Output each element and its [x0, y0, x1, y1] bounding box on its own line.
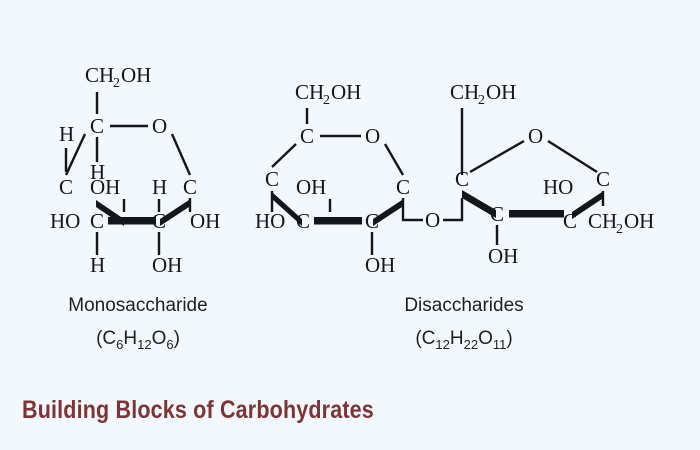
atom-oh-bottom-left-ring: OH — [365, 253, 395, 277]
bond-c2-c3-front — [108, 217, 156, 225]
atom-c5-right-ring: C — [596, 167, 610, 191]
atom-c2-right-ring: C — [455, 167, 469, 191]
atom-glycosidic-oxygen: O — [425, 208, 440, 232]
formula2-p5: 11 — [493, 337, 507, 352]
monosaccharide-formula: (C6H12O6) — [96, 328, 180, 352]
ch2oh-subscript-3: 2 — [478, 93, 485, 108]
bond-o-c1-left — [383, 143, 405, 176]
ch2oh-group-right-ring: CH 2 OH — [450, 80, 516, 108]
ch2oh-label-2: CH — [295, 80, 324, 104]
ch2oh-group-left-ring: CH 2 OH — [295, 80, 361, 108]
ch2oh-tail-label-4: OH — [624, 209, 654, 233]
atom-c3-right-ring: C — [490, 202, 504, 226]
formula2-p0: (C — [415, 328, 435, 349]
bond-c3-c2-right-front — [462, 190, 496, 218]
formula-p2: H — [123, 328, 137, 349]
bond-c4-c5 — [64, 133, 87, 176]
monosaccharide-caption: Monosaccharide — [68, 295, 207, 316]
atom-o-ring-left: O — [365, 124, 380, 148]
atom-ho-c3: HO — [50, 209, 80, 233]
glycosidic-linkage: O — [401, 198, 464, 232]
atom-ho-c4-right: HO — [543, 175, 573, 199]
atom-oh-bottom: OH — [152, 253, 182, 277]
bond-c4-c5-left — [271, 143, 297, 168]
monosaccharide-structure: CH 2 OH C O C C C C H H HO OH H H — [50, 63, 220, 352]
bond-c3-c4-front — [96, 200, 124, 226]
atom-oh-c2-upper: OH — [90, 175, 120, 199]
formula-p5: 6 — [166, 337, 173, 352]
bond-c5-c4-right-front — [572, 192, 602, 219]
bond-o-c5-right — [547, 139, 598, 174]
bond-c2-c3-left-front — [314, 217, 362, 225]
atom-c2-left: C — [365, 209, 379, 233]
bond-c3-c4-left-front — [272, 192, 302, 226]
atom-c4-left: C — [265, 167, 279, 191]
formula2-p4: O — [478, 328, 493, 349]
bond-o-c1 — [170, 133, 192, 176]
atom-oh-c2-left: OH — [296, 175, 326, 199]
formula-wrapper: (C6H12O6) — [96, 328, 180, 352]
ch2oh-tail-label-2: OH — [331, 80, 361, 104]
ch2oh-label: CH — [85, 63, 114, 87]
ch2oh-label-4: CH — [588, 209, 617, 233]
disaccharide-left-ring: CH 2 OH C O C C C C HO OH OH — [255, 80, 410, 277]
formula2-p2: H — [450, 328, 464, 349]
atom-c2: C — [152, 209, 166, 233]
bond-c1-c2-left-front — [373, 200, 402, 226]
ch2oh-subscript-4: 2 — [616, 222, 623, 237]
atom-c1: C — [183, 175, 197, 199]
formula-p3: 12 — [137, 337, 151, 352]
formula-p0: (C — [96, 328, 116, 349]
formula2-p3: 22 — [464, 337, 478, 352]
atom-c3: C — [90, 209, 104, 233]
bond-c1-c2-front — [160, 200, 189, 226]
atom-c3-left: C — [296, 209, 310, 233]
ch2oh-tail-label: OH — [121, 63, 151, 87]
atom-oh-c3-right: OH — [488, 244, 518, 268]
atom-o-ring-right: O — [528, 124, 543, 148]
atom-c4: C — [59, 175, 73, 199]
bond-c2-o-right — [469, 139, 525, 174]
formula2-p1: 12 — [435, 337, 449, 352]
atom-ring-oxygen: O — [152, 114, 167, 138]
atom-h-c2-lower: H — [90, 253, 105, 277]
formula-p4: O — [152, 328, 167, 349]
ch2oh-subscript-2: 2 — [323, 93, 330, 108]
ch2oh-group-top: CH 2 OH — [85, 63, 151, 91]
page-title: Building Blocks of Carbohydrates — [22, 396, 374, 424]
atom-c5: C — [90, 114, 104, 138]
ch2oh-tail-label-3: OH — [486, 80, 516, 104]
bond-c4-c3-right-front — [509, 210, 564, 218]
ch2oh-subscript: 2 — [113, 76, 120, 91]
ch2oh-label-3: CH — [450, 80, 479, 104]
atom-c1-left: C — [396, 175, 410, 199]
disaccharide-caption: Disaccharides — [404, 295, 523, 316]
atom-h-c5-lower: H — [90, 160, 105, 184]
formula-wrapper-2: (C12H22O11) — [415, 328, 512, 352]
formula-p1: 6 — [116, 337, 123, 352]
formula2-p6: ) — [506, 328, 512, 349]
atom-oh-c1-right: OH — [190, 209, 220, 233]
formula-p6: ) — [174, 328, 180, 349]
disaccharide-formula: (C12H22O11) — [415, 328, 512, 352]
ch2oh-group-bottom-right: CH 2 OH — [588, 209, 654, 237]
atom-h-c4-upper: H — [59, 122, 74, 146]
atom-h-c1-upper: H — [152, 175, 167, 199]
atom-ho-left-ring: HO — [255, 209, 285, 233]
atom-c5-left: C — [300, 124, 314, 148]
disaccharide-right-ring: CH 2 OH C O C C C HO OH — [450, 80, 654, 268]
disaccharide-structure: CH 2 OH C O C C C C HO OH OH — [255, 80, 654, 352]
